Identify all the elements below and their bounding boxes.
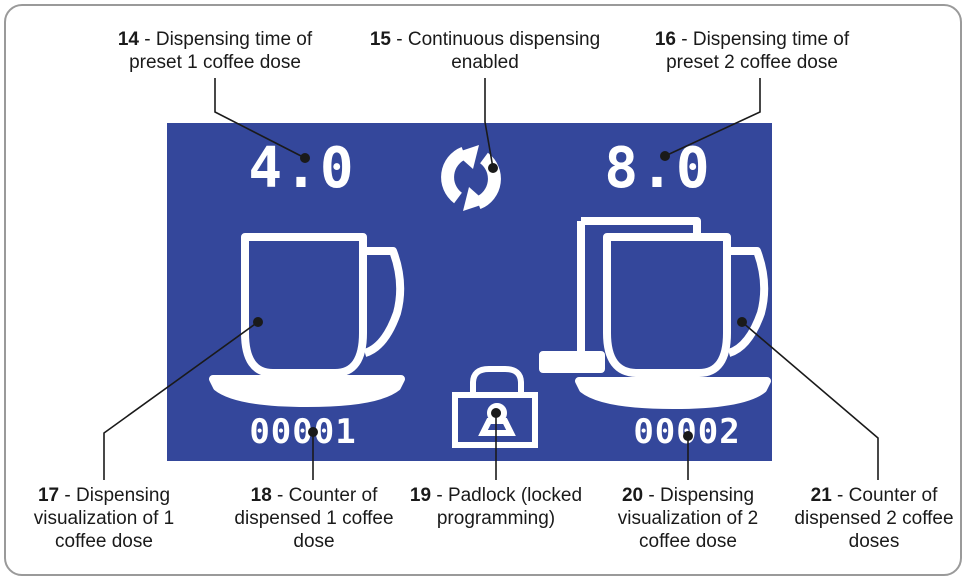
callout-20: 20 - Dispensing visualization of 2 coffe… xyxy=(617,485,759,552)
callout-21: 21 - Counter of dispensed 2 coffee doses xyxy=(794,485,954,552)
leader-dot-15 xyxy=(488,163,498,173)
display-screen: 4.0 8.0 00001 00002 xyxy=(167,123,772,461)
callout-19: 19 - Padlock (locked programming) xyxy=(409,485,583,529)
dispensing-time-preset-2: 8.0 xyxy=(604,136,712,201)
leader-dot-21 xyxy=(737,317,747,327)
leader-dot-16 xyxy=(660,151,670,161)
leader-line-21 xyxy=(741,321,879,480)
callout-16: 16 - Dispensing time of preset 2 coffee … xyxy=(654,29,850,73)
callout-15: 15 - Continuous dispensing enabled xyxy=(369,29,601,73)
leader-line-14 xyxy=(214,78,306,159)
callout-14: 14 - Dispensing time of preset 1 coffee … xyxy=(117,29,313,73)
leader-dot-14 xyxy=(300,153,310,163)
callout-18: 18 - Counter of dispensed 1 coffee dose xyxy=(234,485,394,552)
single-cup-icon xyxy=(209,233,405,407)
dispensing-time-preset-1: 4.0 xyxy=(248,136,356,201)
leader-dot-18 xyxy=(308,427,318,437)
figure-frame xyxy=(4,4,962,576)
double-cup-icon xyxy=(539,217,771,409)
counter-1-coffee: 00001 xyxy=(249,412,357,452)
leader-line-15 xyxy=(484,78,494,169)
leader-dot-19 xyxy=(491,408,501,418)
padlock-icon xyxy=(452,366,538,448)
refresh-icon xyxy=(441,145,501,211)
leader-line-16 xyxy=(664,78,761,157)
callout-17: 17 - Dispensing visualization of 1 coffe… xyxy=(33,485,175,552)
leader-dot-20 xyxy=(683,431,693,441)
leader-dot-17 xyxy=(253,317,263,327)
leader-line-17 xyxy=(103,321,259,480)
